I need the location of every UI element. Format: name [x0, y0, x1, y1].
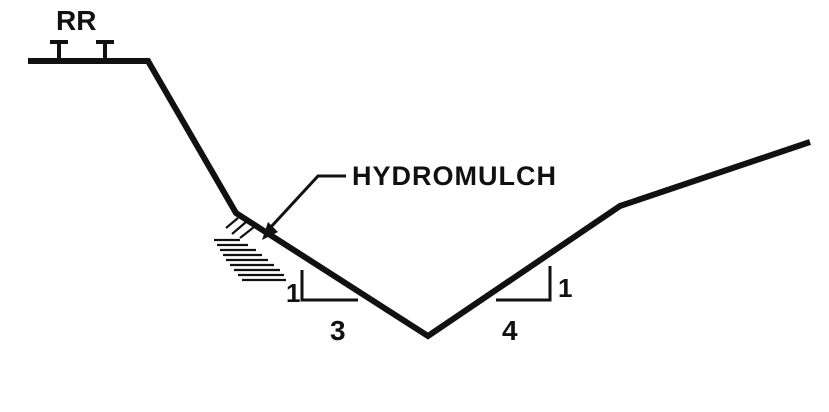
rail-label: RR	[56, 5, 96, 36]
hydromulch-leader	[268, 174, 346, 230]
left-slope-run-label: 3	[330, 315, 346, 346]
hydromulch-label: HYDROMULCH	[352, 161, 557, 191]
leader-arrowhead-icon	[262, 222, 278, 240]
right-slope-rise-label: 1	[558, 273, 572, 303]
left-slope-rise-label: 1	[286, 278, 300, 308]
hydromulch-hatch	[214, 217, 286, 282]
ground-profile-line	[28, 58, 811, 340]
rail-icon	[50, 40, 114, 60]
right-slope-run-label: 4	[502, 315, 518, 346]
right-slope-indicator	[496, 266, 552, 302]
left-slope-indicator	[300, 270, 358, 302]
